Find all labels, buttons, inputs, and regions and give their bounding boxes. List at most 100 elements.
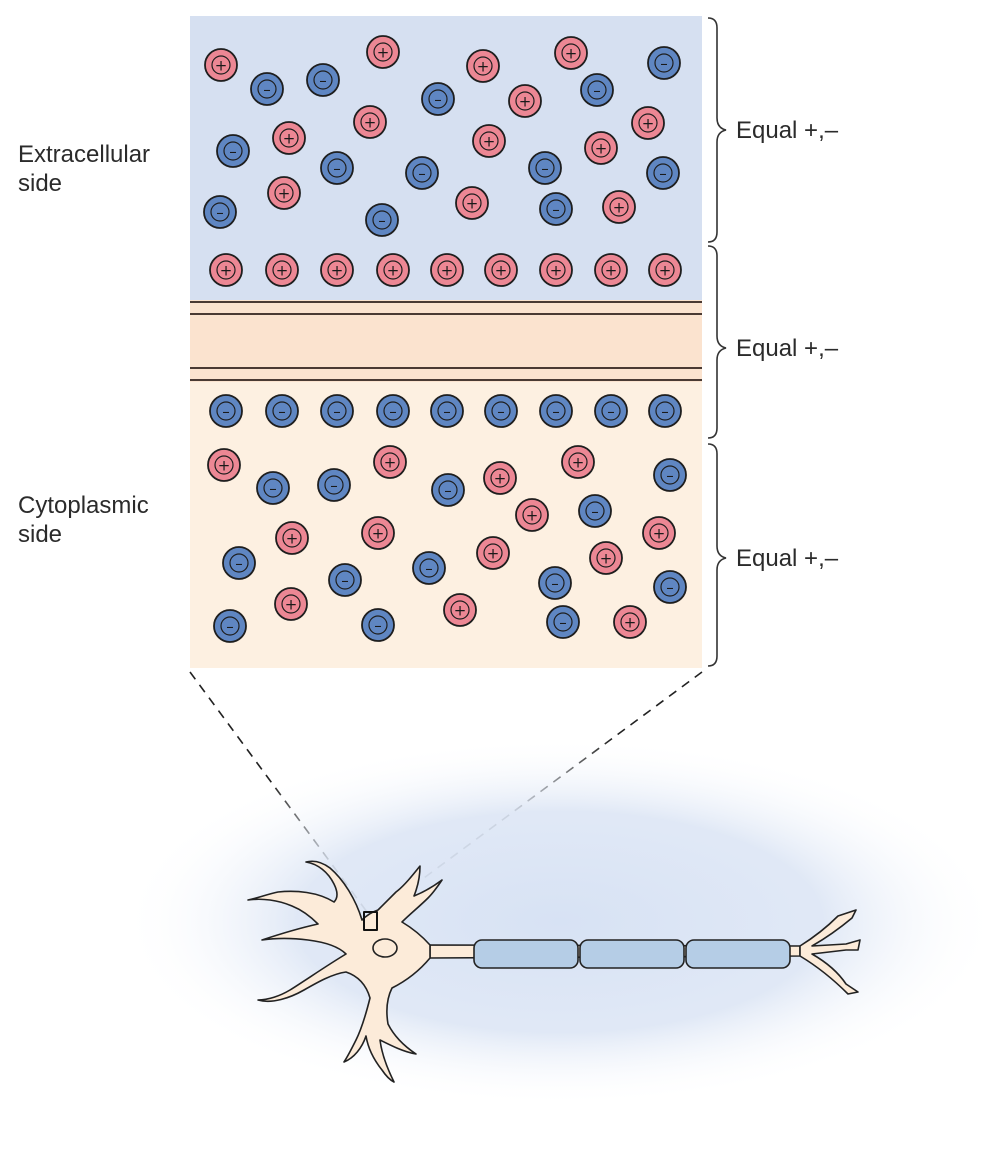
svg-text:–: – [216, 204, 224, 222]
extracellular-negative-ion: – [405, 156, 439, 190]
cytoplasmic-positive-ion: + [443, 593, 477, 627]
membrane-outer-positive-ion: + [376, 253, 410, 287]
svg-text:+: + [483, 133, 496, 151]
svg-text:–: – [263, 81, 271, 99]
myelin-sheath-2 [579, 939, 685, 969]
svg-text:–: – [434, 91, 442, 109]
svg-text:+: + [377, 44, 390, 62]
extracellular-positive-ion: + [508, 84, 542, 118]
cytoplasmic-positive-ion: + [275, 521, 309, 555]
svg-text:–: – [659, 165, 667, 183]
extracellular-positive-ion: + [554, 36, 588, 70]
svg-text:+: + [495, 262, 508, 280]
extracellular-negative-ion: – [421, 82, 455, 116]
svg-text:–: – [269, 480, 277, 498]
extracellular-negative-ion: – [647, 46, 681, 80]
svg-text:+: + [624, 614, 637, 632]
extracellular-label-line2: side [18, 170, 63, 197]
svg-text:–: – [418, 165, 426, 183]
svg-text:–: – [661, 403, 669, 421]
svg-text:+: + [600, 550, 613, 568]
svg-text:+: + [477, 58, 490, 76]
svg-text:+: + [384, 454, 397, 472]
cytoplasmic-negative-ion: – [412, 551, 446, 585]
svg-text:+: + [519, 93, 532, 111]
membrane-inner-negative-ion: – [484, 394, 518, 428]
cytoplasmic-positive-ion: + [373, 445, 407, 479]
cytoplasmic-negative-ion: – [578, 494, 612, 528]
membrane-outer-positive-ion: + [484, 253, 518, 287]
membrane-inner-negative-ion: – [594, 394, 628, 428]
membrane-outer-positive-ion: + [648, 253, 682, 287]
membrane-outer-positive-ion: + [320, 253, 354, 287]
cytoplasmic-negative-ion: – [317, 468, 351, 502]
extracellular-negative-ion: – [539, 192, 573, 226]
brace-extracellular [707, 17, 727, 243]
membrane-outer-positive-ion: + [209, 253, 243, 287]
svg-text:–: – [389, 403, 397, 421]
extracellular-positive-ion: + [584, 131, 618, 165]
svg-text:–: – [374, 617, 382, 635]
extracellular-negative-ion: – [216, 134, 250, 168]
svg-text:–: – [333, 160, 341, 178]
svg-text:–: – [222, 403, 230, 421]
svg-text:–: – [666, 467, 674, 485]
svg-text:+: + [286, 530, 299, 548]
svg-text:+: + [285, 596, 298, 614]
membrane-outer-positive-ion: + [265, 253, 299, 287]
svg-text:+: + [276, 262, 289, 280]
extracellular-positive-ion: + [455, 186, 489, 220]
svg-text:–: – [235, 555, 243, 573]
extracellular-negative-ion: – [528, 151, 562, 185]
membrane-bilayer [190, 300, 702, 382]
equal-charge-label-extracellular: Equal +,– [736, 117, 839, 144]
svg-text:–: – [551, 575, 559, 593]
svg-text:–: – [333, 403, 341, 421]
svg-text:+: + [572, 454, 585, 472]
svg-text:+: + [659, 262, 672, 280]
extracellular-positive-ion: + [472, 124, 506, 158]
svg-text:+: + [466, 195, 479, 213]
cytoplasmic-negative-ion: – [213, 609, 247, 643]
cytoplasmic-negative-ion: – [653, 570, 687, 604]
svg-text:–: – [330, 477, 338, 495]
svg-text:–: – [425, 560, 433, 578]
membrane-inner-negative-ion: – [648, 394, 682, 428]
membrane-inner-negative-ion: – [320, 394, 354, 428]
cytoplasmic-negative-ion: – [222, 546, 256, 580]
svg-text:+: + [215, 57, 228, 75]
cytoplasmic-negative-ion: – [653, 458, 687, 492]
svg-text:+: + [565, 45, 578, 63]
cytoplasmic-positive-ion: + [274, 587, 308, 621]
brace-membrane [707, 245, 727, 439]
svg-text:–: – [591, 503, 599, 521]
brace-cytoplasmic [707, 443, 727, 667]
svg-text:+: + [642, 115, 655, 133]
cytoplasmic-positive-ion: + [476, 536, 510, 570]
svg-text:–: – [226, 618, 234, 636]
cytoplasmic-negative-ion: – [538, 566, 572, 600]
svg-text:+: + [595, 140, 608, 158]
svg-text:–: – [278, 403, 286, 421]
extracellular-positive-ion: + [353, 105, 387, 139]
cytoplasmic-positive-ion: + [207, 448, 241, 482]
cytoplasmic-positive-ion: + [561, 445, 595, 479]
svg-text:+: + [218, 457, 231, 475]
myelin-sheath-3 [685, 939, 791, 969]
svg-text:–: – [666, 579, 674, 597]
extracellular-positive-ion: + [602, 190, 636, 224]
membrane-inner-negative-ion: – [209, 394, 243, 428]
svg-text:+: + [331, 262, 344, 280]
neuron-halo [120, 737, 1000, 1107]
extracellular-positive-ion: + [204, 48, 238, 82]
equal-charge-label-membrane: Equal +,– [736, 335, 839, 362]
cytoplasmic-negative-ion: – [256, 471, 290, 505]
svg-text:–: – [593, 82, 601, 100]
extracellular-negative-ion: – [580, 73, 614, 107]
cytoplasmic-negative-ion: – [546, 605, 580, 639]
svg-text:–: – [378, 212, 386, 230]
svg-text:+: + [526, 507, 539, 525]
extracellular-positive-ion: + [272, 121, 306, 155]
extracellular-positive-ion: + [366, 35, 400, 69]
svg-text:+: + [441, 262, 454, 280]
